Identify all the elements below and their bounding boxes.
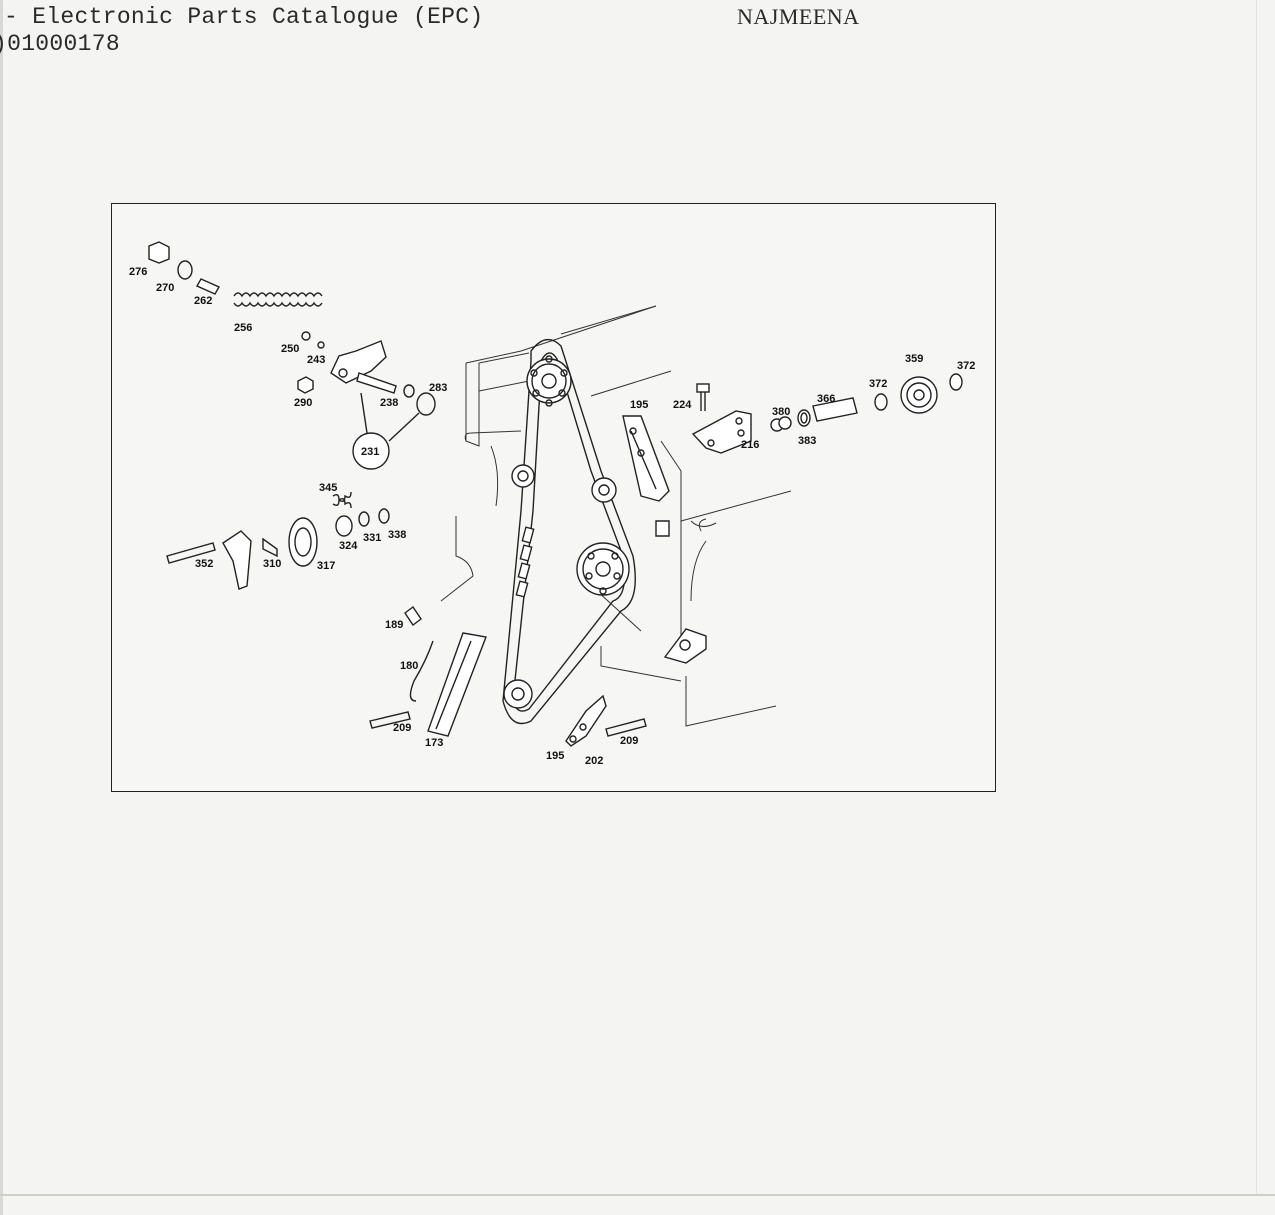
callout-231: 231 [361, 446, 379, 458]
callout-256: 256 [234, 322, 252, 334]
callout-216: 216 [741, 439, 759, 451]
callout-372-left: 372 [869, 378, 887, 390]
callout-283: 283 [429, 382, 447, 394]
user-name: NAJMEENA [737, 4, 860, 29]
tensioner-rail-upper [622, 415, 670, 537]
callout-338: 338 [388, 529, 406, 541]
timing-chain [502, 338, 636, 725]
callout-243: 243 [307, 354, 325, 366]
page-edge-left [0, 0, 3, 1215]
page-edge-right [1256, 0, 1257, 1195]
callout-331: 331 [363, 532, 381, 544]
chain-links [515, 526, 535, 598]
engine-block-outline [440, 305, 792, 727]
callout-189: 189 [385, 619, 403, 631]
document-number: )01000178 [0, 31, 120, 57]
callout-359: 359 [905, 353, 923, 365]
callout-224: 224 [673, 399, 692, 411]
lower-sprocket [576, 542, 630, 596]
callout-324: 324 [339, 540, 358, 552]
camshaft-sprocket [526, 355, 572, 407]
callout-366: 366 [817, 393, 835, 405]
callout-352: 352 [195, 558, 213, 570]
idler-sprockets [503, 464, 617, 709]
parts-diagram: 276 270 262 256 250 243 290 238 283 231 … [111, 203, 996, 792]
callout-276: 276 [129, 266, 147, 278]
callout-238: 238 [380, 397, 398, 409]
callout-195-lower: 195 [546, 750, 564, 762]
lever-pulley-group [166, 491, 390, 590]
callout-labels: 276 270 262 256 250 243 290 238 283 231 … [129, 266, 975, 767]
callout-180: 180 [400, 660, 418, 672]
callout-383: 383 [798, 435, 816, 447]
callout-372-right: 372 [957, 360, 975, 372]
callout-310: 310 [263, 558, 281, 570]
callout-290: 290 [294, 397, 312, 409]
callout-209-left: 209 [393, 722, 411, 734]
lower-guide-group [369, 605, 707, 747]
bracket-assembly [691, 383, 752, 454]
callout-209-right: 209 [620, 735, 638, 747]
plunger-group [148, 241, 436, 470]
catalogue-title: - Electronic Parts Catalogue (EPC) [4, 4, 484, 30]
callout-195-upper: 195 [630, 399, 648, 411]
callout-270: 270 [156, 282, 174, 294]
callout-262: 262 [194, 295, 212, 307]
callout-202: 202 [585, 755, 603, 767]
shaft-group-right [770, 373, 963, 432]
page-edge-bottom [0, 1194, 1275, 1196]
exploded-view-drawing: 276 270 262 256 250 243 290 238 283 231 … [129, 241, 975, 767]
callout-250: 250 [281, 343, 299, 355]
callout-380: 380 [772, 406, 790, 418]
callout-173: 173 [425, 737, 443, 749]
callout-345: 345 [319, 482, 337, 494]
callout-317: 317 [317, 560, 335, 572]
